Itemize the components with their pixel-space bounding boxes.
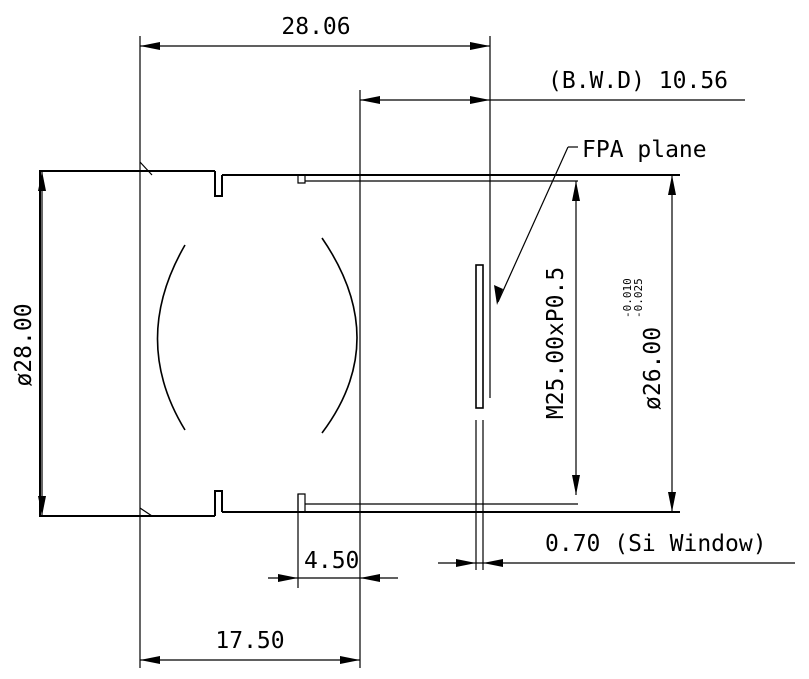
dim-overall-length: 28.06 xyxy=(140,14,490,50)
extension-lines xyxy=(139,36,491,668)
fpa-plane-label: FPA plane xyxy=(582,137,707,163)
dim-body-length: 17.50 xyxy=(140,628,360,664)
lens-element xyxy=(156,237,358,434)
front-housing-outline xyxy=(39,170,215,517)
step-length-label: 4.50 xyxy=(304,548,359,574)
overall-length-label: 28.06 xyxy=(281,14,350,40)
chamfer-top xyxy=(139,161,153,176)
lens-surface-front xyxy=(156,244,186,431)
dim-flange-diameter: ø26.00 -0.010 -0.025 xyxy=(621,175,676,512)
dim-thread: M25.00xP0.5 xyxy=(543,181,580,495)
dim-outer-diameter: ø28.00 xyxy=(11,171,46,516)
bwd-label: (B.W.D) 10.56 xyxy=(548,68,728,94)
outer-diameter-label: ø28.00 xyxy=(11,303,37,386)
dim-step-length: 4.50 xyxy=(268,548,398,582)
tolerance-lower: -0.025 xyxy=(632,278,645,318)
tolerance-upper: -0.010 xyxy=(621,278,634,318)
si-window xyxy=(475,96,491,570)
dim-back-working-distance: (B.W.D) 10.56 xyxy=(360,68,745,104)
window-thickness-label: 0.70 (Si Window) xyxy=(545,531,767,557)
si-window-rect xyxy=(475,264,484,409)
front-flange-top xyxy=(214,171,223,197)
lens-surface-rear xyxy=(321,237,358,434)
thread-groove-top xyxy=(297,175,306,184)
thread-groove-bottom xyxy=(297,493,306,512)
thread-label: M25.00xP0.5 xyxy=(543,267,569,419)
front-flange-bottom xyxy=(214,490,223,516)
chamfer-bottom xyxy=(139,507,153,517)
fpa-plane-leader: FPA plane xyxy=(494,137,707,305)
flange-diameter-label: ø26.00 xyxy=(640,327,666,410)
dim-window-thickness: 0.70 (Si Window) xyxy=(438,531,795,567)
body-length-label: 17.50 xyxy=(215,628,284,654)
